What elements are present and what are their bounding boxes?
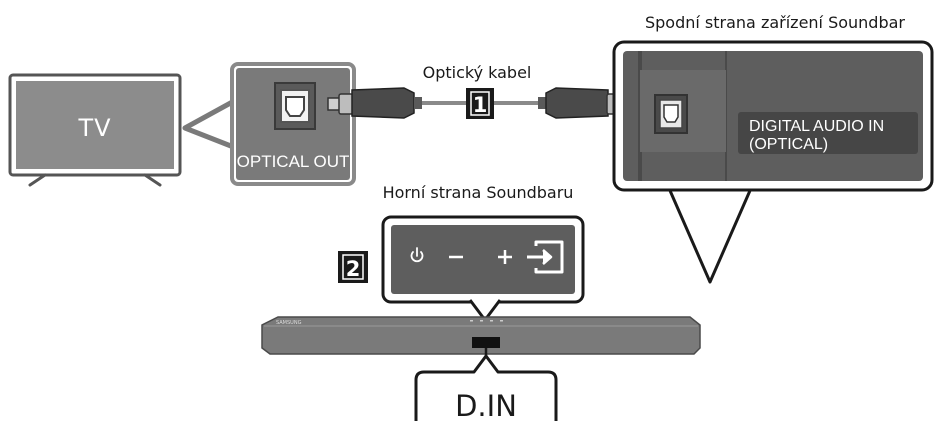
source-input-icon: [527, 240, 564, 274]
step-2-number: 2: [346, 257, 361, 281]
tv-stand: [28, 173, 162, 187]
soundbar-display: [472, 337, 500, 348]
soundbar-bottom-zoom: DIGITAL AUDIO IN (OPTICAL): [612, 40, 934, 192]
digital-audio-in-label-line1: DIGITAL AUDIO IN: [749, 118, 884, 135]
power-icon: [410, 247, 424, 263]
tv-screen: [16, 81, 174, 169]
soundbar-top-title: Horní strana Soundbaru: [383, 183, 574, 202]
tv-callout-pointer: [182, 97, 238, 151]
cable-connector-left: [327, 87, 422, 119]
digital-audio-in-port: [654, 94, 688, 134]
optical-out-port: [274, 82, 316, 130]
display-callout: D.IN: [414, 354, 558, 421]
tv-label: TV: [77, 114, 111, 142]
samsung-logo: SAMSUNG: [276, 320, 302, 326]
soundbar-bottom-title: Spodní strana zařízení Soundbar: [645, 13, 905, 32]
soundbar: SAMSUNG: [261, 316, 701, 355]
soundbar-top-zoom: [381, 215, 585, 304]
soundbar-top-buttons: [470, 320, 503, 322]
cable-label: Optický kabel: [423, 63, 532, 82]
digital-audio-in-label-line2: (OPTICAL): [749, 136, 828, 153]
tv-optical-port-zoom: OPTICAL OUT: [230, 62, 356, 186]
plus-icon: [498, 250, 512, 264]
soundbar-bottom-callout-pointer: [666, 185, 754, 284]
display-label: D.IN: [455, 389, 517, 421]
tv-illustration: TV: [8, 73, 182, 187]
step-1-number: 1: [473, 93, 488, 117]
optical-cable: 1: [327, 87, 633, 119]
optical-out-label: OPTICAL OUT: [237, 152, 350, 171]
